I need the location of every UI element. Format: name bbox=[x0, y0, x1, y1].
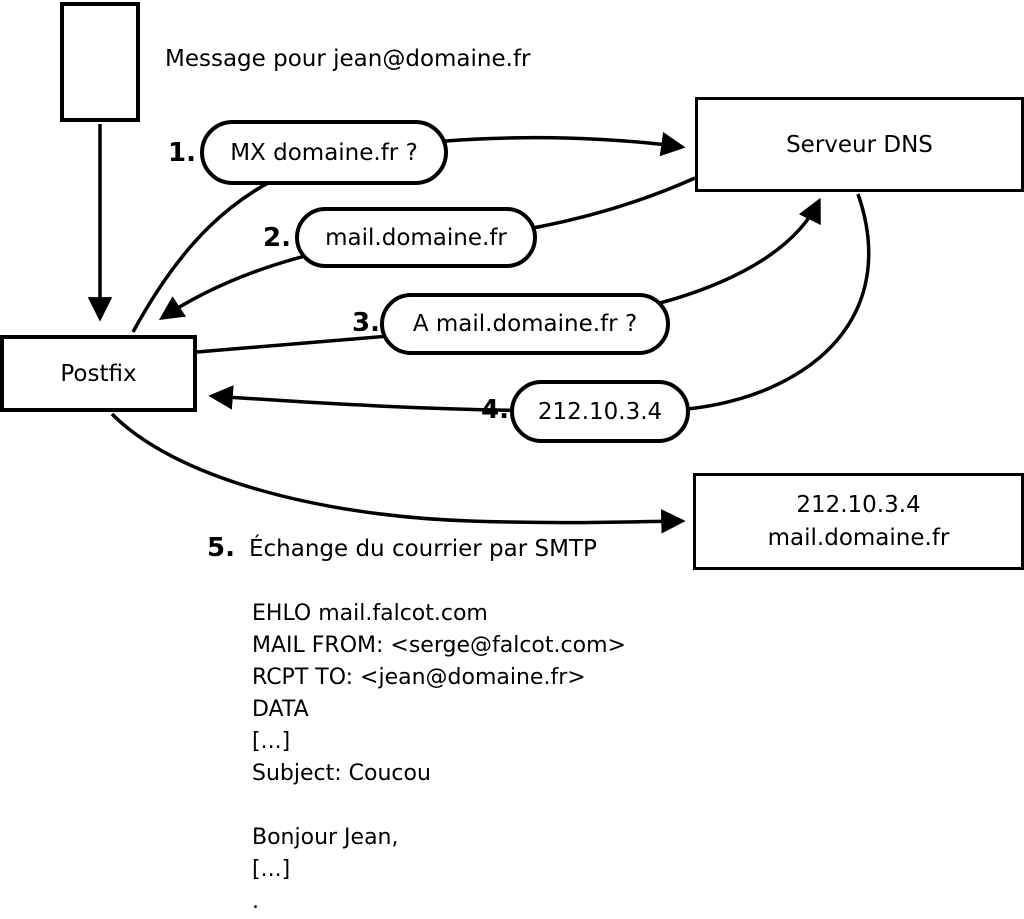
step3-number: 3. bbox=[352, 308, 380, 338]
step3-pill: A mail.domaine.fr ? bbox=[380, 293, 670, 355]
mail-source-box bbox=[60, 2, 140, 122]
step1-pill: MX domaine.fr ? bbox=[200, 120, 448, 185]
smtp-target-host: mail.domaine.fr bbox=[767, 524, 950, 551]
step4-label: 212.10.3.4 bbox=[537, 398, 663, 425]
smtp-line: [...] bbox=[252, 857, 291, 882]
step1-number: 1. bbox=[168, 138, 196, 168]
step4-pill: 212.10.3.4 bbox=[510, 380, 690, 443]
message-label: Message pour jean@domaine.fr bbox=[165, 46, 531, 72]
postfix-label: Postfix bbox=[60, 360, 137, 387]
smtp-line: [...] bbox=[252, 729, 291, 754]
step2-number: 2. bbox=[263, 223, 291, 253]
step5-number: 5. bbox=[207, 533, 235, 563]
smtp-line: Subject: Coucou bbox=[252, 761, 431, 786]
step2-label: mail.domaine.fr bbox=[325, 224, 507, 251]
postfix-box: Postfix bbox=[0, 335, 197, 412]
step4-number: 4. bbox=[481, 395, 509, 425]
smtp-line: RCPT TO: <jean@domaine.fr> bbox=[252, 665, 586, 690]
smtp-line: DATA bbox=[252, 697, 309, 722]
step5-caption: 5. Échange du courrier par SMTP bbox=[207, 533, 597, 563]
dns-server-box: Serveur DNS bbox=[695, 97, 1024, 192]
smtp-target-ip: 212.10.3.4 bbox=[796, 491, 921, 518]
step1-label: MX domaine.fr ? bbox=[230, 139, 418, 166]
smtp-line: . bbox=[252, 889, 259, 914]
arrow-postfix-to-smtp-target bbox=[110, 412, 686, 534]
smtp-line bbox=[252, 790, 626, 822]
step5-label: Échange du courrier par SMTP bbox=[248, 536, 597, 562]
smtp-target-box: 212.10.3.4 mail.domaine.fr bbox=[693, 473, 1024, 570]
smtp-line: MAIL FROM: <serge@falcot.com> bbox=[252, 633, 626, 658]
dns-server-label: Serveur DNS bbox=[786, 131, 933, 158]
step2-pill: mail.domaine.fr bbox=[295, 207, 537, 268]
smtp-session-text: EHLO mail.falcot.com MAIL FROM: <serge@f… bbox=[252, 598, 626, 918]
smtp-line: Bonjour Jean, bbox=[252, 825, 399, 850]
step3-label: A mail.domaine.fr ? bbox=[412, 311, 638, 337]
smtp-line: EHLO mail.falcot.com bbox=[252, 601, 488, 626]
